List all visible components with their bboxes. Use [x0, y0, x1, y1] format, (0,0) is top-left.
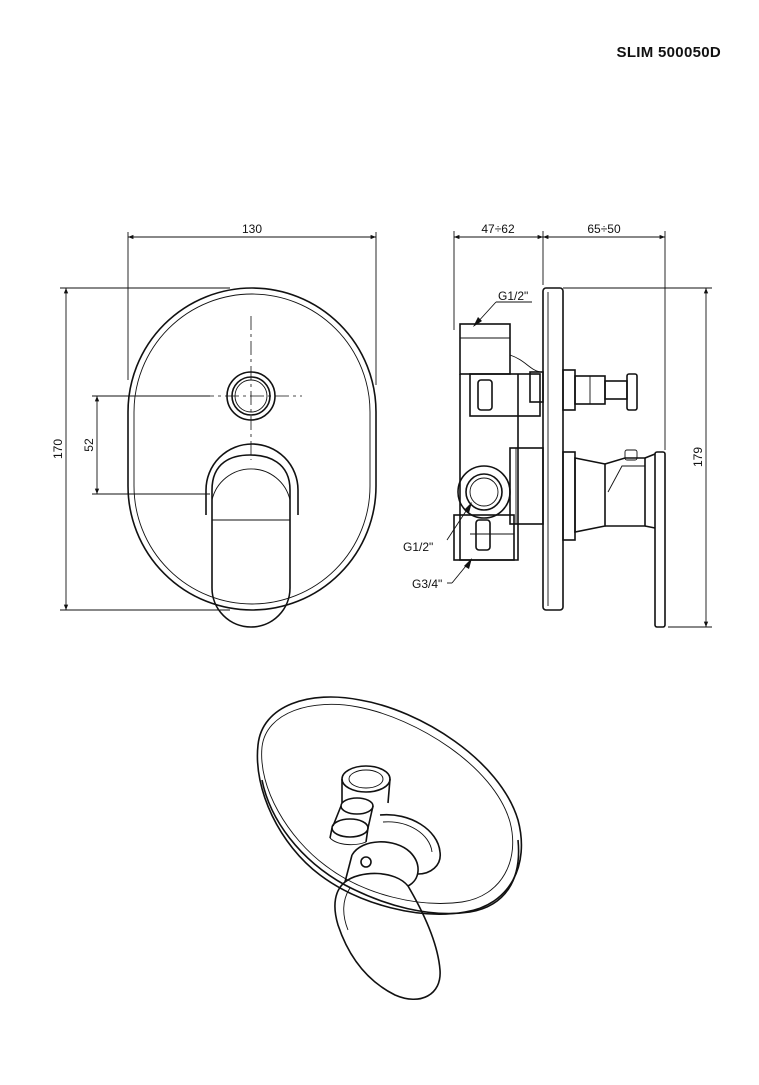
iso-cover-plate [256, 696, 523, 915]
port-mid-label: G1/2" [403, 540, 433, 554]
depth-handle-label: 65÷50 [587, 222, 621, 236]
width-dimension-label: 130 [242, 222, 262, 236]
lever-base [205, 443, 299, 515]
iso-diverter-knob [329, 765, 391, 846]
height-dimension-label: 170 [51, 439, 65, 459]
iso-lever-handle [334, 872, 441, 1000]
front-cover-inner [133, 293, 371, 605]
front-cover-plate [127, 287, 377, 611]
diverter-spindle [562, 369, 638, 411]
port-top-label: G1/2" [498, 289, 528, 303]
model-title: SLIM 500050D [616, 44, 721, 61]
side-lever [562, 449, 666, 628]
diverter-knob [226, 371, 276, 421]
front-view: 130 170 52 [51, 222, 377, 628]
port-bottom-label: G3/4" [412, 577, 442, 591]
spacing-dimension-label: 52 [82, 438, 96, 452]
iso-mixer [334, 813, 441, 1000]
isometric-view [256, 696, 523, 1000]
valve-body [453, 323, 544, 561]
overall-height-label: 179 [691, 447, 705, 467]
side-inlet-port [457, 465, 511, 519]
depth-body-label: 47÷62 [481, 222, 515, 236]
side-cover-plate [542, 287, 564, 611]
lever-handle [211, 454, 291, 628]
side-view: 47÷62 65÷50 179 [403, 222, 712, 628]
